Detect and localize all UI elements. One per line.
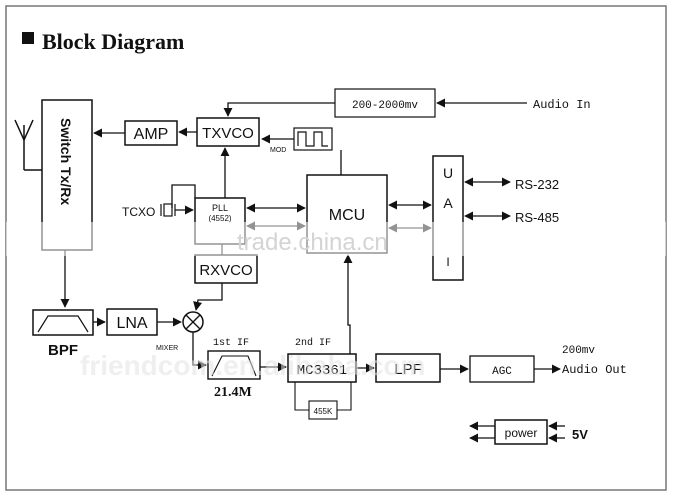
mc3361-block: MC3361: [287, 353, 357, 383]
pll-sub-label: (4552): [208, 214, 231, 223]
square-wave-icon: [297, 131, 328, 147]
uart-i-label: I: [446, 255, 449, 269]
lpf-label: LPF: [394, 361, 422, 378]
bandpass-icon: [37, 315, 89, 333]
tcxo-label: TCXO: [122, 205, 155, 219]
audio-in-label: Audio In: [533, 98, 591, 112]
lpf-block: LPF: [375, 353, 441, 383]
amp-block: AMP: [124, 120, 178, 146]
first-if-label: 1st IF: [213, 338, 249, 349]
bpf-label: BPF: [48, 342, 78, 359]
if-filter-icon: [211, 355, 257, 377]
mixer-icon: [182, 311, 204, 333]
agc-block: AGC: [469, 355, 535, 383]
amp-label: AMP: [134, 126, 169, 143]
rxvco-label: RXVCO: [199, 262, 252, 279]
lna-label: LNA: [116, 315, 147, 332]
first-if-filter-block: [207, 350, 261, 380]
bpf-block: BPF: [32, 309, 94, 359]
watermark-top: trade.china.cn: [237, 229, 388, 256]
rs232-label: RS-232: [515, 177, 559, 192]
uart-u-label: U: [443, 165, 453, 181]
connections: [60, 98, 565, 443]
watermark-band-top: [6, 222, 666, 256]
audio-in-filter-block: 200-2000mv: [334, 88, 436, 118]
txvco-block: TXVCO: [196, 117, 260, 147]
lna-block: LNA: [106, 308, 158, 336]
mixer-label: MIXER: [156, 345, 178, 352]
xtal-455k-block: 455K: [294, 382, 352, 420]
mod-block: [293, 127, 333, 151]
watermark-bottom: friendcom.en.alibaba.com: [80, 350, 425, 381]
xtal-455k-label: 455K: [314, 407, 333, 416]
audio-out-label: Audio Out: [562, 363, 627, 377]
agc-label: AGC: [492, 366, 512, 378]
crystal-icon: [160, 203, 176, 217]
audio-out-level-label: 200mv: [562, 345, 595, 357]
power-block: power: [494, 419, 548, 445]
rs485-label: RS-485: [515, 210, 559, 225]
title-bullet-icon: [22, 32, 34, 44]
mc3361-label: MC3361: [297, 363, 347, 379]
first-if-freq: 21.4M: [214, 385, 252, 400]
power-label: power: [505, 426, 538, 440]
mcu-label: MCU: [329, 207, 365, 224]
five-v-label: 5V: [572, 427, 588, 442]
txvco-label: TXVCO: [202, 125, 254, 142]
pll-label: PLL: [212, 203, 228, 213]
antenna-icon: [14, 119, 42, 171]
mod-label: MOD: [270, 147, 286, 154]
second-if-label: 2nd IF: [295, 337, 331, 349]
uart-block: U A I: [432, 155, 464, 281]
page-title: Block Diagram: [42, 29, 184, 54]
uart-a-label: A: [443, 195, 453, 211]
rxvco-block: RXVCO: [194, 254, 258, 284]
audio-filter-label: 200-2000mv: [352, 100, 418, 112]
switch-label: Switch Tx/Rx: [58, 118, 74, 205]
